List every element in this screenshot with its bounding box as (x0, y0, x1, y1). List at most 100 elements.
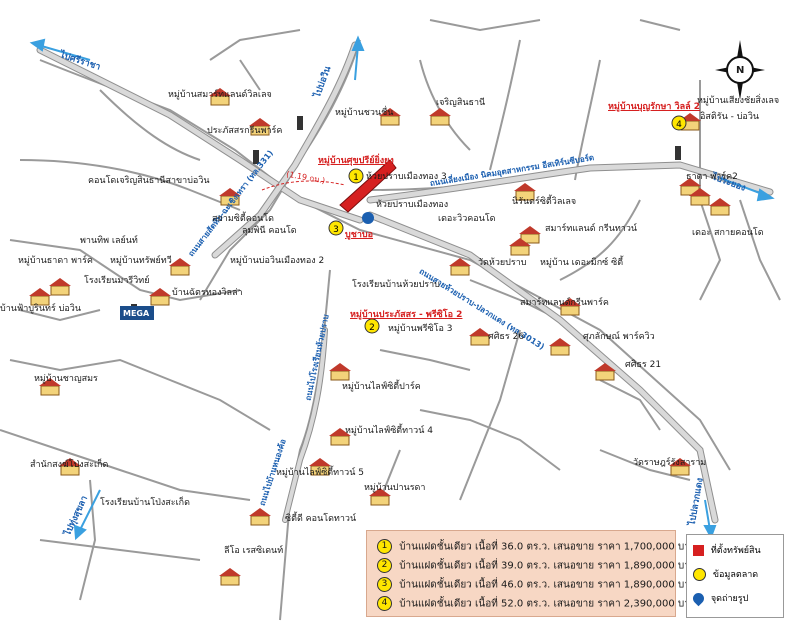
place-label-buchabo: บูชาบอ (345, 230, 373, 240)
place-label: อิสติรัน - บ่อวิน (700, 112, 760, 122)
place-label: สมาร์ทแลนด์กรีนพาร์ค (520, 298, 609, 308)
place-label: หมู่บ้านทรัพย์ทวี (110, 256, 172, 266)
house-icon (309, 458, 331, 476)
place-label: ศุภลักษณ์ พาร์ควิว (583, 332, 655, 342)
house-icon (549, 338, 571, 356)
key-property-label: ที่ตั้งทรัพย์สิน (710, 546, 761, 556)
house-icon (219, 188, 241, 206)
place-label: โรงเรียนบ้านโป่งสะเก็ด (100, 498, 190, 508)
market-circle-icon (693, 568, 706, 581)
house-icon (559, 298, 581, 316)
place-label: หมู่บ้านปานรดา (364, 483, 426, 493)
key-row-market: ข้อมูลตลาด (693, 567, 758, 581)
legend-row: 3 บ้านแฝดชั้นเดียว เนื้อที่ 46.0 ตร.ว. เ… (377, 577, 696, 593)
legend-row: 2 บ้านแฝดชั้นเดียว เนื้อที่ 39.0 ตร.ว. เ… (377, 558, 696, 574)
place-label: โรงเรียนบ้านห้วยปราบ (352, 280, 440, 290)
key-photo-label: จุดถ่ายรูป (710, 594, 749, 604)
legend-num: 2 (377, 558, 392, 573)
place-label: หมู่บ้านเสียงชัยสิ่งเลจ (697, 96, 780, 106)
place-label: ศศิธร 26 (488, 332, 525, 342)
place-label: ลุมพินี คอนโด (242, 226, 297, 236)
house-icon (29, 288, 51, 306)
house-icon (39, 378, 61, 396)
road-network (0, 19, 781, 621)
place-label: ห้วยปราบเมืองทอง 3 (366, 172, 447, 182)
place-label: ประภัสสรกรีนพาร์ค (207, 126, 283, 136)
compass-icon (715, 40, 765, 100)
house-icon (449, 258, 471, 276)
place-label: บ้านฉัตรทองวิลล่า (172, 288, 243, 298)
house-icon (249, 508, 271, 526)
key-row-photo: จุดถ่ายรูป (690, 590, 749, 607)
house-icon (169, 258, 191, 276)
place-label: เดอะวิวคอนโด (438, 214, 496, 224)
house-icon (594, 363, 616, 381)
distance-arc (261, 180, 346, 191)
place-label: ซิตี้ดี คอนโดทาวน์ (285, 514, 357, 524)
house-icon (59, 458, 81, 476)
legend-row: 1 บ้านแฝดชั้นเดียว เนื้อที่ 36.0 ตร.ว. เ… (377, 539, 696, 555)
house-icon (329, 363, 351, 381)
place-label: หมู่บ้านธาดา พาร์ค (18, 256, 93, 266)
route-arrows (29, 35, 775, 541)
place-label: นิรันดร์ซิตี้วิลเลจ (512, 197, 577, 207)
project-title: หมู่บ้านศุขปรีย์ยิ่งยง (318, 156, 394, 166)
legend-num: 1 (377, 539, 392, 554)
house-markers (29, 88, 731, 586)
house-icon (149, 288, 171, 306)
place-label: หมู่บ้านบ่อวินเมืองทอง 2 (230, 256, 325, 266)
legend-num: 4 (377, 596, 392, 611)
house-icon (669, 458, 691, 476)
legend-text: บ้านแฝดชั้นเดียว เนื้อที่ 52.0 ตร.ว. เสน… (399, 598, 697, 610)
svg-text:2: 2 (369, 323, 375, 333)
house-icon (209, 88, 231, 106)
place-label: โรงเรียนมารีวิทย์ (84, 276, 150, 286)
place-label: ศศิธร 21 (625, 360, 662, 370)
place-label: บ้านฟ้าบูรินทร์ บ่อวิน (0, 304, 81, 314)
key-market-label: ข้อมูลตลาด (712, 570, 759, 580)
place-label: สยามซิตี้คอนโด (212, 214, 274, 224)
legend-row: 4 บ้านแฝดชั้นเดียว เนื้อที่ 52.0 ตร.ว. เ… (377, 596, 696, 612)
legend-text: บ้านแฝดชั้นเดียว เนื้อที่ 46.0 ตร.ว. เสน… (399, 579, 697, 591)
place-label: หมู่บ้านชวนชื่น (335, 108, 394, 118)
house-icon (709, 198, 731, 216)
house-icon (469, 328, 491, 346)
main-highways (36, 41, 774, 524)
photo-drop-icon (690, 590, 707, 607)
place-label-presidio: หมู่บ้านประภัสสร - พรีซิโอ 2 (350, 310, 463, 320)
place-label: ลีโอ เรสซิเดนท์ (224, 546, 284, 556)
svg-text:4: 4 (676, 120, 682, 130)
house-icon (249, 118, 271, 136)
house-icon (519, 226, 541, 244)
place-label: ธาดา พาร์ค2 (686, 172, 738, 182)
place-label: วัดห้วยปราบ (478, 258, 527, 268)
place-label: คอนโดเจริญสินธานีสาขาบ่อวิน (88, 176, 210, 186)
mega-label: MEGA (123, 309, 150, 318)
compass-label: N (736, 65, 745, 76)
place-label: หมู่บ้านไลฟ์ซิตี้ทาวน์ 5 (276, 468, 364, 478)
place-label-boonsak: หมู่บ้านบุญรักษา วิลล์ 2 (608, 102, 701, 112)
house-icon (219, 568, 241, 586)
property-location-icon[interactable] (339, 159, 397, 213)
svg-text:3: 3 (333, 225, 339, 235)
svg-text:1: 1 (353, 173, 359, 183)
place-label: หมู่บ้านไลฟ์ซิตี้ทาวน์ 4 (345, 426, 433, 436)
legend-text: บ้านแฝดชั้นเดียว เนื้อที่ 39.0 ตร.ว. เสน… (399, 560, 697, 572)
key-row-property: ที่ตั้งทรัพย์สิน (693, 543, 761, 557)
house-icon (49, 278, 71, 296)
place-label: ห้วยปราบเมืองทอง (376, 200, 449, 210)
property-swatch-icon (693, 545, 704, 556)
house-icon (509, 238, 531, 256)
house-icon (379, 108, 401, 126)
mega-sign (120, 306, 154, 320)
legend-text: บ้านแฝดชั้นเดียว เนื้อที่ 36.0 ตร.ว. เสน… (399, 541, 697, 553)
place-label: พานทิพ เลย์นท์ (80, 236, 138, 246)
house-icon (689, 188, 711, 206)
house-icon (429, 108, 451, 126)
place-label: หมู่บ้านชาญสมร (34, 374, 98, 384)
legend-num: 3 (377, 577, 392, 592)
place-label: หมู่บ้านพรีซิโอ 3 (388, 324, 453, 334)
place-label: สำนักสงฆ์โป่งสะเก็ด (30, 460, 109, 470)
place-label: หมู่บ้านสมาร์ทแลนด์วิลเลจ (168, 90, 272, 100)
